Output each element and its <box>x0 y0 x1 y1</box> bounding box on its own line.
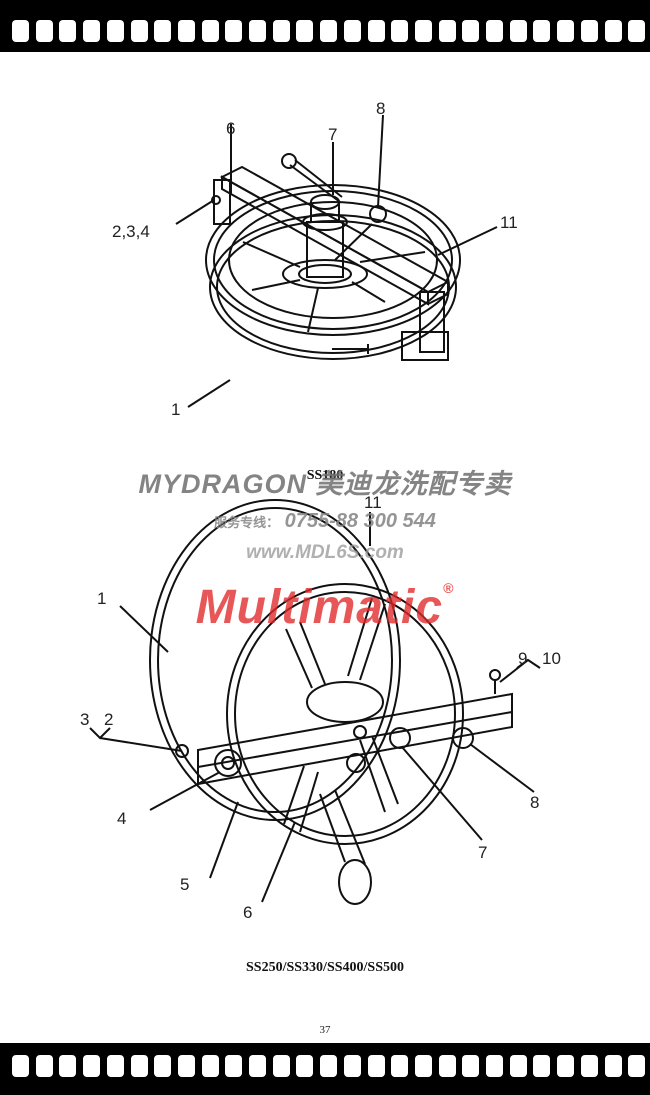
film-strip-top <box>0 0 650 52</box>
film-sprocket-hole <box>343 1055 361 1077</box>
film-sprocket-hole <box>391 1055 409 1077</box>
callout-5: 5 <box>180 875 189 894</box>
callout-2: 2 <box>104 710 113 729</box>
film-sprocket-hole <box>154 20 172 42</box>
film-sprocket-hole <box>604 1055 622 1077</box>
film-sprocket-hole <box>249 20 266 42</box>
watermark-hotline: 服务专线： 0755-88 300 544 <box>0 510 650 533</box>
callout-1: 1 <box>97 589 106 608</box>
watermark-website: www.MDL6S.com <box>246 542 404 563</box>
film-sprocket-hole <box>272 20 290 42</box>
figure-ss180: 6 7 8 2,3,4 11 1 <box>112 99 518 419</box>
film-sprocket-hole <box>201 20 219 42</box>
registered-mark: ® <box>443 580 455 596</box>
film-sprocket-hole <box>533 20 551 42</box>
film-sprocket-hole <box>414 1055 432 1077</box>
document-page: 6 7 8 2,3,4 11 1 SS180 <box>0 52 650 1043</box>
callout-7: 7 <box>328 125 337 144</box>
callout-8: 8 <box>530 793 539 812</box>
film-sprocket-hole <box>557 20 575 42</box>
film-sprocket-hole <box>272 1055 290 1077</box>
callout-2-3-4: 2,3,4 <box>112 222 150 241</box>
film-sprocket-hole <box>438 20 456 42</box>
watermark-brand-name: Multimatic <box>195 581 444 634</box>
film-sprocket-hole <box>59 1055 77 1077</box>
film-sprocket-hole <box>367 20 385 42</box>
film-sprocket-hole <box>12 1055 29 1077</box>
film-sprocket-hole <box>604 20 622 42</box>
film-sprocket-hole <box>462 20 480 42</box>
page-number: 37 <box>319 1024 331 1036</box>
film-sprocket-hole <box>201 1055 219 1077</box>
film-sprocket-hole <box>177 1055 195 1077</box>
film-strip-bottom <box>0 1043 650 1095</box>
film-sprocket-hole <box>225 1055 243 1077</box>
callout-6: 6 <box>226 119 235 138</box>
figure-ss250-ss500: 11 1 9 10 3 2 4 5 6 7 8 <box>80 493 561 922</box>
film-sprocket-hole <box>343 20 361 42</box>
film-sprocket-hole <box>628 1055 646 1077</box>
callout-11: 11 <box>364 493 382 512</box>
film-sprocket-hole <box>130 20 148 42</box>
film-sprocket-hole <box>438 1055 456 1077</box>
film-sprocket-hole <box>486 1055 503 1077</box>
watermark-title: MYDRAGON 美迪龙洗配专卖 <box>138 469 512 499</box>
film-sprocket-hole <box>59 20 77 42</box>
film-sprocket-hole <box>296 1055 314 1077</box>
film-sprocket-hole <box>557 1055 575 1077</box>
film-sprocket-hole <box>296 20 314 42</box>
film-sprocket-hole <box>130 1055 148 1077</box>
film-sprocket-hole <box>367 1055 385 1077</box>
film-sprocket-hole <box>414 20 432 42</box>
film-sprocket-hole <box>628 20 646 42</box>
callout-3: 3 <box>80 710 89 729</box>
callout-6: 6 <box>243 903 252 922</box>
callout-11: 11 <box>500 213 518 232</box>
film-sprocket-hole <box>12 20 29 42</box>
film-sprocket-hole <box>580 1055 598 1077</box>
film-sprocket-hole <box>83 1055 101 1077</box>
callout-7: 7 <box>478 843 487 862</box>
callout-1: 1 <box>171 400 180 419</box>
watermark-brand-logo: Multimatic® <box>0 580 650 635</box>
callout-4: 4 <box>117 809 126 828</box>
callout-8: 8 <box>376 99 385 118</box>
film-sprocket-hole <box>35 20 53 42</box>
film-sprocket-hole <box>177 20 195 42</box>
film-sprocket-hole <box>154 1055 172 1077</box>
film-sprocket-hole <box>225 20 243 42</box>
film-sprocket-hole <box>106 20 124 42</box>
film-sprocket-hole <box>509 20 527 42</box>
film-sprocket-hole <box>391 20 409 42</box>
watermark-hotline-number: 0755-88 300 544 <box>284 510 436 532</box>
caption-ss180: SS180 <box>306 468 344 483</box>
film-sprocket-hole <box>509 1055 527 1077</box>
film-sprocket-hole <box>533 1055 551 1077</box>
film-sprocket-hole <box>83 20 101 42</box>
callout-10: 10 <box>542 649 561 668</box>
film-sprocket-hole <box>462 1055 480 1077</box>
film-sprocket-hole <box>106 1055 124 1077</box>
film-sprocket-hole <box>320 1055 338 1077</box>
callout-9: 9 <box>518 649 527 668</box>
watermark-hotline-label: 服务专线： <box>214 515 280 530</box>
film-sprocket-hole <box>249 1055 266 1077</box>
film-sprocket-hole <box>580 20 598 42</box>
film-sprocket-hole <box>486 20 503 42</box>
film-sprocket-hole <box>320 20 338 42</box>
film-sprocket-hole <box>35 1055 53 1077</box>
caption-ss250-ss500: SS250/SS330/SS400/SS500 <box>246 960 404 975</box>
